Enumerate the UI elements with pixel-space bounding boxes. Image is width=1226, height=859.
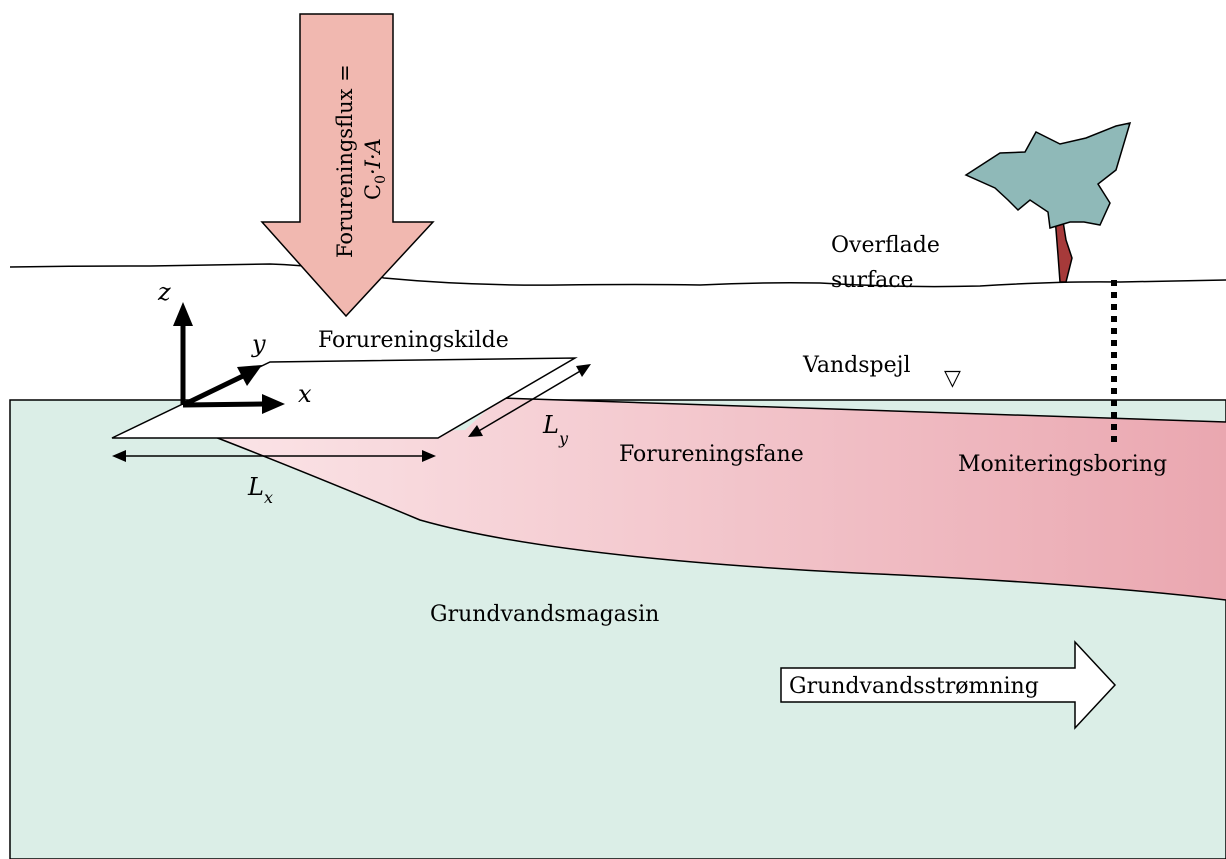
water-table-marker: ▽ [944, 366, 961, 391]
surface-label-line1: Overflade [831, 233, 940, 258]
groundwater-flow-label: Grundvandsstrømning [789, 674, 1039, 699]
plume-label: Forureningsfane [619, 442, 804, 467]
flux-label-line1: Forureningsflux = [333, 64, 357, 258]
y-axis-label: y [251, 330, 266, 358]
ground-surface-line [10, 264, 1226, 287]
tree-icon [966, 123, 1130, 282]
source-label: Forureningskilde [318, 328, 509, 353]
monitoring-well-label: Moniteringsboring [958, 452, 1167, 477]
aquifer-label: Grundvandsmagasin [430, 602, 659, 627]
tree-canopy [966, 123, 1130, 228]
x-axis-label: x [298, 380, 312, 408]
flux-label-line2: C0·I·A [361, 138, 389, 200]
z-axis-label: z [157, 278, 171, 306]
water-table-label: Vandspejl [802, 353, 911, 378]
z-axis-arrowhead [173, 302, 193, 326]
surface-label-line2: surface [831, 268, 914, 293]
x-axis-shaft [183, 404, 263, 405]
